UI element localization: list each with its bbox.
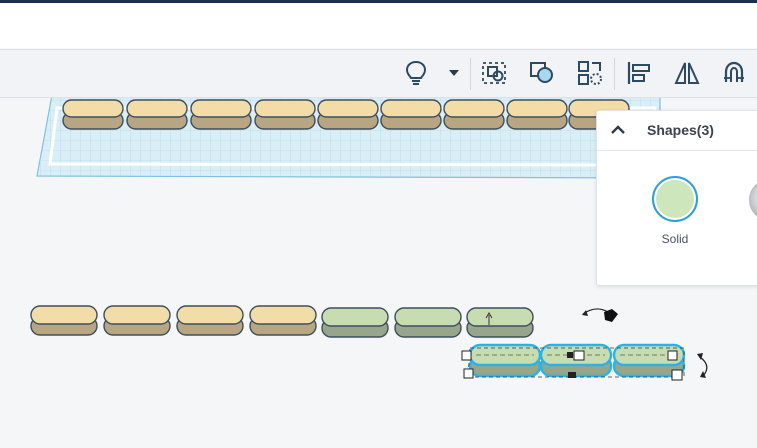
capsule-shape[interactable] [317,99,379,130]
align-icon[interactable] [624,58,654,88]
selected-capsule-shape[interactable] [468,343,542,378]
capsule-shape[interactable] [506,99,568,130]
resize-handle[interactable] [671,369,683,381]
light-bulb-icon[interactable] [401,58,431,88]
resize-handle[interactable] [461,350,472,361]
capsule-shape[interactable] [394,307,462,338]
rotate-handle-side[interactable] [697,353,708,378]
capsule-shape[interactable] [176,305,244,336]
rotate-handle-top[interactable] [582,308,618,322]
panel-header[interactable]: Shapes(3) [597,111,757,151]
capsule-shape[interactable] [30,305,98,336]
resize-handle[interactable] [463,368,474,379]
capsule-shape[interactable] [380,99,442,130]
capsule-shape[interactable] [321,307,389,338]
hole-swatch[interactable] [749,179,757,221]
capsule-shape[interactable] [254,99,316,130]
capsule-shape[interactable] [466,307,534,338]
header-area [0,3,757,48]
resize-handle[interactable] [568,372,576,378]
chevron-up-icon[interactable] [609,121,627,139]
app-header-strip [0,0,757,3]
solid-label: Solid [661,232,689,246]
shapes-panel: Shapes(3) Solid [596,110,757,286]
cruise-icon[interactable] [575,58,605,88]
resize-handle[interactable] [567,352,573,358]
dropdown-caret-icon[interactable] [441,58,467,88]
resize-handle[interactable] [573,350,585,361]
toolbar-divider [470,58,471,90]
solid-color-swatch[interactable] [652,176,698,222]
selection-box[interactable] [461,347,685,381]
group-icon[interactable] [479,58,509,88]
selected-capsule-shape[interactable] [612,343,686,378]
capsule-shape[interactable] [62,99,124,130]
capsule-shape[interactable] [126,99,188,130]
capsule-shape[interactable] [443,99,505,130]
toolbar-divider [614,58,615,90]
toolbar [0,49,757,98]
capsule-shape[interactable] [249,305,317,336]
shapes-layer[interactable] [30,99,686,378]
ungroup-icon[interactable] [527,58,557,88]
mirror-icon[interactable] [672,58,702,88]
capsule-shape[interactable] [103,305,171,336]
resize-handle[interactable] [667,350,678,361]
magnet-icon[interactable] [719,58,749,88]
capsule-shape[interactable] [190,99,252,130]
lift-arrow[interactable] [485,312,493,325]
panel-title: Shapes(3) [647,122,714,138]
